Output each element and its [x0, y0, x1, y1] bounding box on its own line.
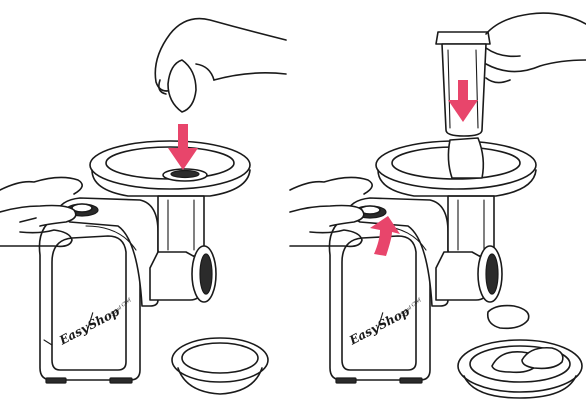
hand-icon — [486, 13, 586, 82]
drum-outlet — [436, 246, 502, 302]
feeder-column — [158, 196, 204, 256]
panel-step-2: Easy Shop Salad Chef — [290, 13, 586, 398]
bowl-icon — [458, 340, 582, 398]
food-slice — [488, 306, 529, 329]
panel-step-1: Easy Shop Salad Chef — [0, 19, 286, 394]
bowl-icon — [172, 338, 268, 394]
drum-outlet — [150, 246, 216, 302]
hand-icon — [155, 19, 286, 112]
food-piece — [448, 138, 483, 178]
